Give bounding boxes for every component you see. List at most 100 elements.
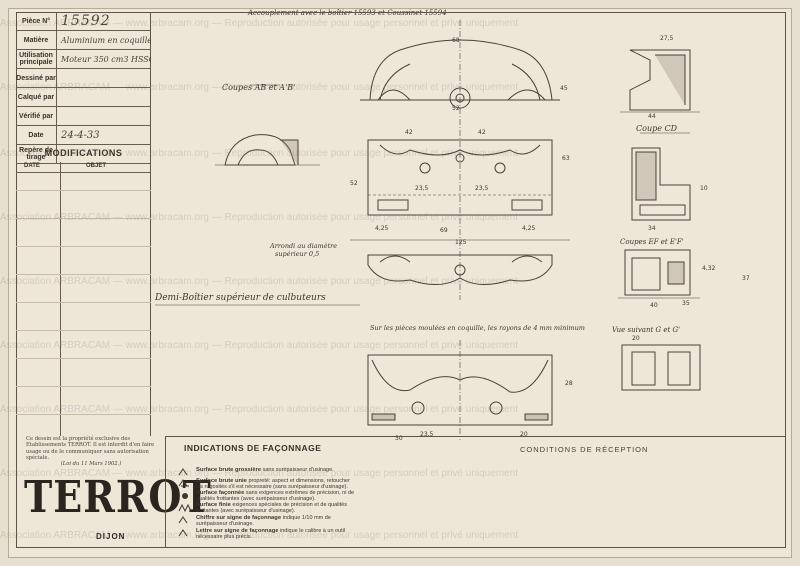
label-verifie: Vérifié par [16,107,57,125]
value-date: 24-4-33 [61,129,100,141]
svg-text:69: 69 [440,227,448,234]
label-dessine: Dessiné par [16,69,57,87]
label-section-ef: Coupes EF et E'F' [620,238,684,246]
svg-text:45: 45 [560,85,568,92]
modifications-line [16,190,151,191]
faconnage-item: Lettre sur signe de façonnage indique le… [196,528,346,541]
section-ab [224,134,296,166]
modifications-title: MODIFICATIONS [44,148,123,158]
letter-mark-icon [178,529,188,537]
date-header: DATE [24,163,40,169]
objet-header: OBJET [86,163,107,169]
svg-text:20: 20 [632,335,640,342]
label-piece: Pièce N° [16,12,57,30]
row-piece: Pièce N° 15592 [16,12,151,31]
modifications-line [16,302,151,303]
label-section-cd: Coupe CD [636,124,678,133]
faconnage-item: Surface brute grossière sans surépaisseu… [196,467,334,473]
section-ef [624,249,691,296]
row-repere: Repère de tirage [16,145,151,164]
label-repere: Repère de tirage [16,145,57,163]
header-note: Accouplement avec le boîtier 15593 et Co… [247,9,447,17]
modifications-line [16,246,151,247]
svg-text:30: 30 [395,435,403,442]
svg-text:4,25: 4,25 [375,225,389,232]
row-date: Date 24-4-33 [16,126,151,145]
faconnage-item: Surface finie exigences spéciales de pré… [196,502,347,515]
svg-text:23,5: 23,5 [475,185,489,192]
row-matiere: Matière Aluminium en coquille monté sans… [16,31,151,50]
svg-text:37: 37 [742,275,750,282]
row-verifie: Vérifié par [16,107,151,126]
main-plan-view [367,139,553,216]
title-block: Pièce N° 15592 Matière Aluminium en coqu… [16,12,151,164]
drawing-frame [16,12,786,548]
smooth-surface-icon [178,479,189,487]
notice-text: Ce dessin est la propriété exclusive des… [26,436,155,461]
row-calque: Calqué par [16,88,151,107]
svg-text:63: 63 [562,155,570,162]
modifications-header: DATE OBJET [16,162,151,173]
faconnage-item: Chiffre sur signe de façonnage indique 1… [196,515,331,528]
svg-text:28: 28 [565,380,573,387]
svg-text:4,32: 4,32 [702,265,716,272]
svg-text:52: 52 [350,180,358,187]
svg-text:34: 34 [648,225,656,232]
modifications-line [16,414,151,415]
label-section-ab: Coupes AB et A'B' [222,83,295,92]
svg-text:supérieur 0,5: supérieur 0,5 [275,250,319,258]
faconnage-item: Surface façonnée sans exigences extrêmes… [196,490,355,503]
value-utilisation: Moteur 350 cm3 HSSO [61,54,151,64]
svg-text:52: 52 [452,105,460,112]
modifications-line [16,330,151,331]
label-calque: Calqué par [16,88,57,106]
note-bottom: Sur les pièces moulées en coquille, les … [370,324,585,332]
value-matiere: Aluminium en coquille monté sans pressio… [61,35,151,45]
side-section-view [367,354,553,426]
note-left: Arrondi au diamètre [269,242,337,250]
info-column [16,12,151,436]
svg-text:23,5: 23,5 [420,431,434,438]
main-title: Demi-Boîtier supérieur de culbuteurs [154,292,326,303]
main-bottom-view [367,254,553,285]
svg-text:27,5: 27,5 [660,35,674,42]
svg-text:125: 125 [455,239,467,246]
svg-text:23,5: 23,5 [415,185,429,192]
digit-mark-icon [178,516,188,524]
property-notice: Ce dessin est la propriété exclusive des… [26,436,156,467]
value-piece: 15592 [61,13,111,29]
label-utilisation: Utilisation principale [16,50,57,68]
reception-title: CONDITIONS DE RÉCEPTION [520,445,649,454]
main-top-view [369,39,553,101]
label-matiere: Matière [16,31,57,49]
modifications-line [16,358,151,359]
machined-surface-icon [182,493,188,499]
modifications-line [16,386,151,387]
faconnage-title: INDICATIONS DE FAÇONNAGE [184,443,322,453]
logo-city: DIJON [96,532,126,541]
svg-text:35: 35 [682,300,690,307]
svg-text:44: 44 [648,113,656,120]
label-date: Date [16,126,57,144]
label-view-gh: Vue suivant G et G' [612,326,680,334]
notice-law: (Loi du 11 Mars 1902.) [60,461,122,468]
svg-text:40: 40 [650,302,658,309]
row-dessine: Dessiné par [16,69,151,88]
faconnage-item: Surface brute unie propreté: aspect et d… [196,478,350,491]
faconnage-box [165,436,357,548]
svg-text:4,25: 4,25 [522,225,536,232]
svg-text:20: 20 [520,431,528,438]
modifications-line [16,274,151,275]
dim-68: 68 [452,37,460,44]
svg-text:42: 42 [478,129,486,136]
section-cd [629,49,691,111]
svg-text:42: 42 [405,129,413,136]
terrot-logo: TERROT [24,470,212,523]
row-utilisation: Utilisation principale Moteur 350 cm3 HS… [16,50,151,69]
svg-text:10: 10 [700,185,708,192]
reception-divider [357,436,786,437]
view-gh [621,344,701,391]
modifications-divider [60,162,61,436]
rough-surface-icon [178,468,188,476]
